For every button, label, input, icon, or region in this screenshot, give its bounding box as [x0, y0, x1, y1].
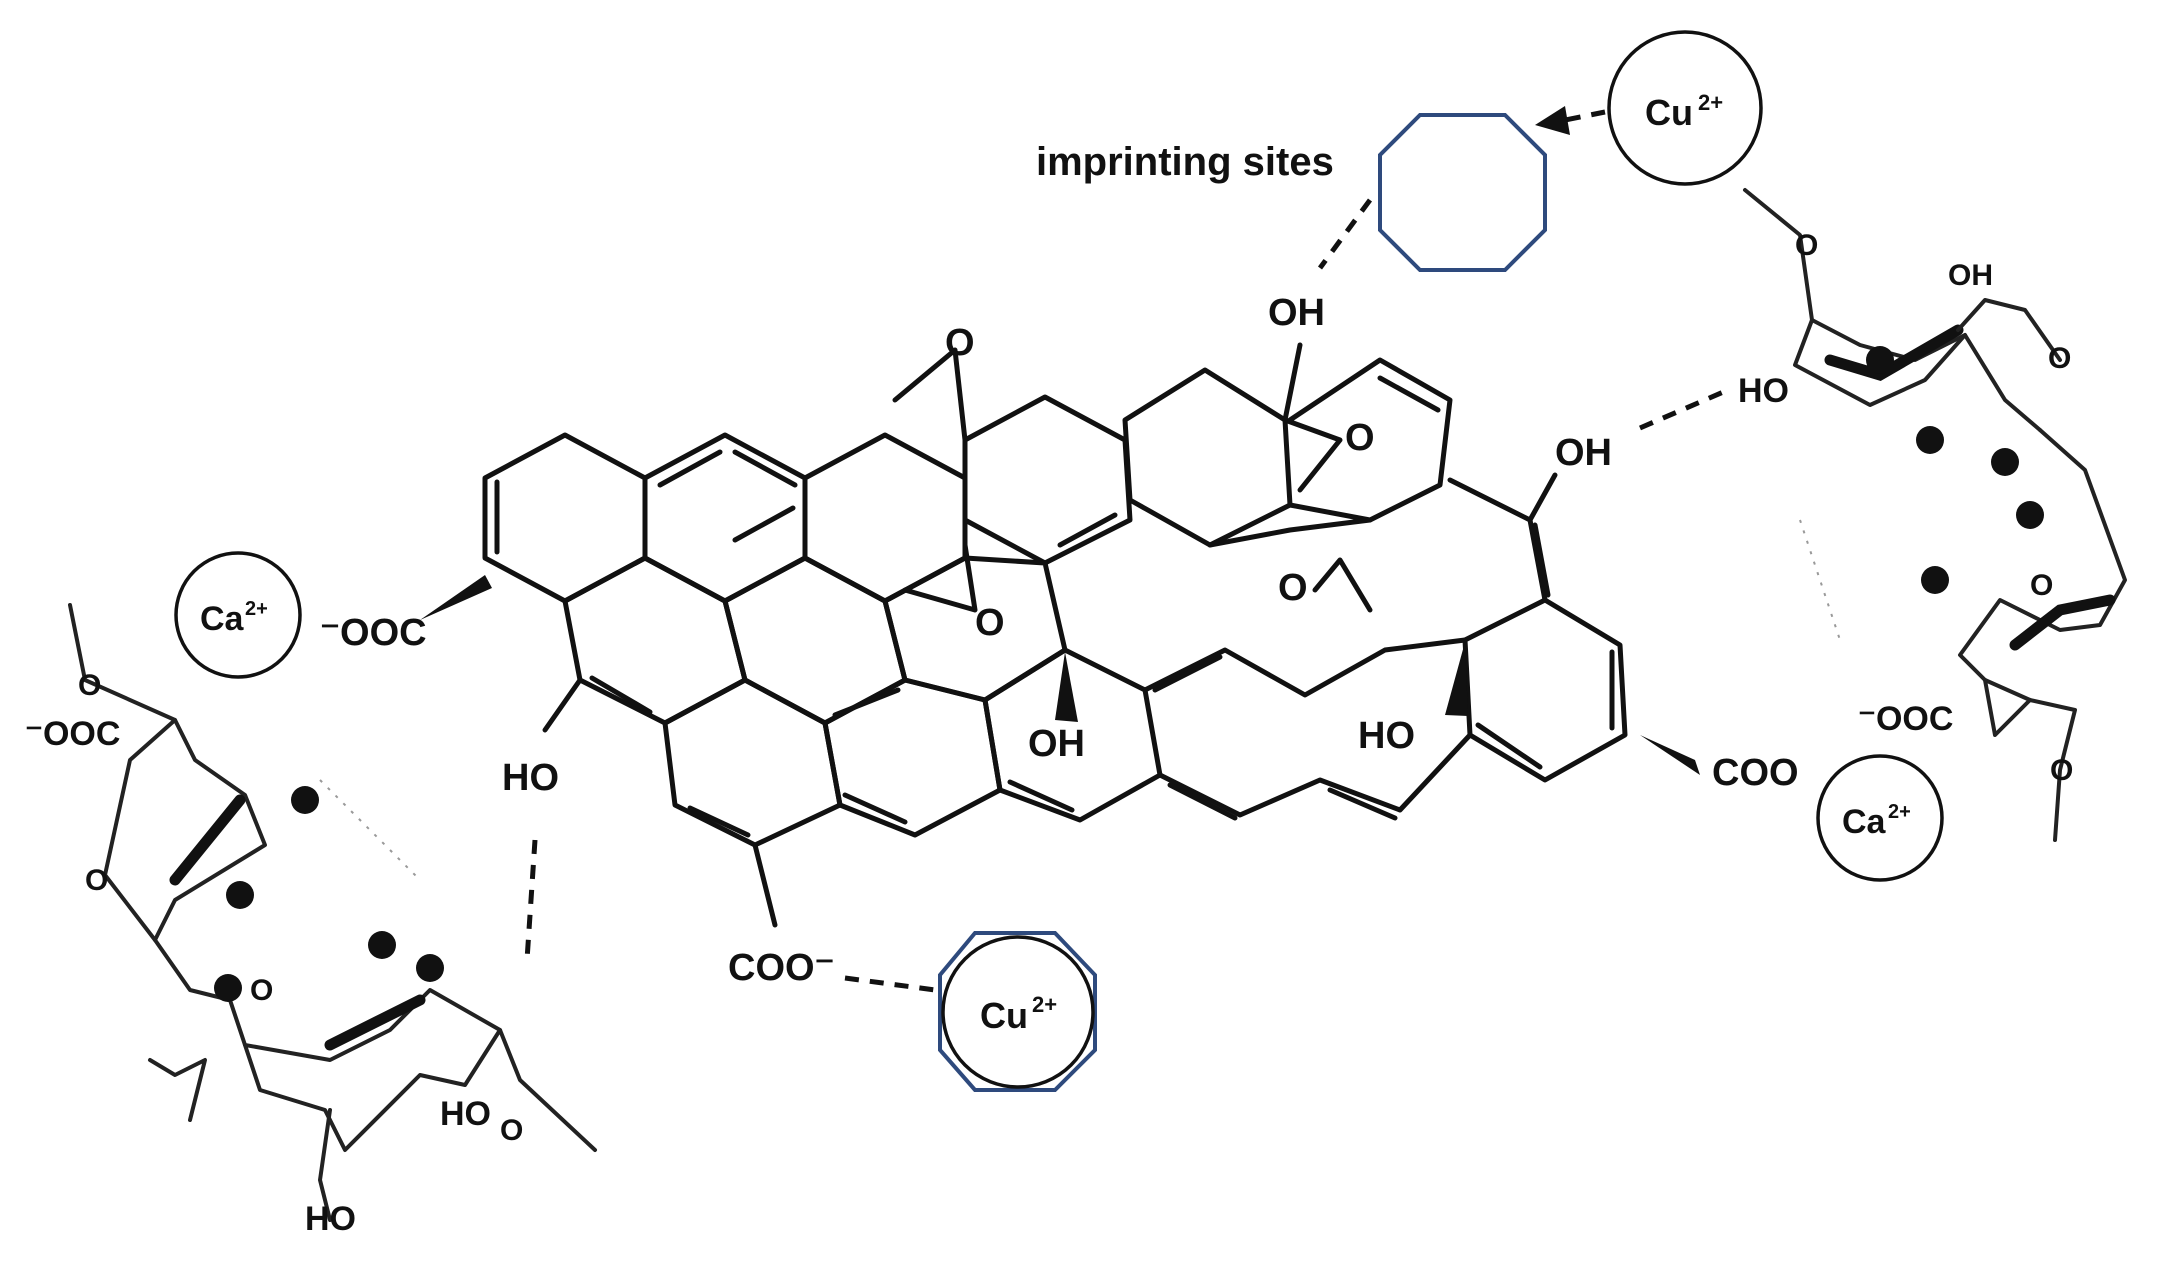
- epoxide-mid-bridge: [902, 542, 978, 613]
- double-bond: [1327, 787, 1398, 821]
- ring-c2: [822, 677, 1003, 838]
- wedge-bond: [1055, 652, 1078, 722]
- alginate-right-ring-o-2: O: [2030, 569, 2053, 602]
- carboxylate-right-label: COO: [1712, 752, 1799, 794]
- h-bond-left: [524, 839, 538, 961]
- chain-right-top: [1287, 357, 1453, 523]
- alginate-left-ho-1: HO: [440, 1095, 491, 1133]
- alginate-right-ring-o-1: O: [2048, 342, 2071, 375]
- double-bond: [657, 449, 723, 488]
- cu-top-charge: 2+: [1698, 90, 1723, 115]
- chain-upper: [1142, 637, 1468, 698]
- ring-a5: [1122, 367, 1293, 548]
- chain-mid-link: [1207, 517, 1373, 548]
- coo-bottom-bond: [752, 842, 778, 928]
- ca-left-label: Ca: [200, 600, 245, 638]
- epoxide-right-label: O: [1345, 417, 1375, 459]
- imprinting-site-octagon: [1378, 113, 1547, 272]
- double-bond: [687, 805, 751, 838]
- cu-bottom-site-octagon: [938, 931, 1097, 1092]
- double-bond: [1475, 722, 1543, 770]
- wedge-bond: [1445, 642, 1468, 716]
- cu-top-label: Cu: [1645, 92, 1693, 133]
- oh-right-label: OH: [1555, 432, 1612, 474]
- double-bond: [832, 687, 901, 718]
- double-bond: [732, 449, 798, 488]
- cu-ion-bottom: Cu 2+: [938, 931, 1097, 1092]
- alginate-left-carboxylate: ⁻OOC: [25, 715, 120, 753]
- double-bond: [1152, 654, 1223, 693]
- ho-left-label: HO: [502, 757, 559, 799]
- ca-right-charge: 2+: [1888, 801, 1911, 823]
- ho-right-label: HO: [1358, 715, 1415, 757]
- alginate-left-chain-o-top: O: [78, 669, 101, 702]
- cu-bottom-link: [844, 975, 936, 993]
- ring-a4: [962, 394, 1133, 566]
- alginate-left-ring-o-1: O: [85, 864, 108, 897]
- alginate-left-chain-o-bottom: O: [500, 1114, 523, 1147]
- h-bond-right: [1639, 387, 1729, 431]
- ring-a1: [482, 432, 648, 604]
- oh-right-bond: [1527, 472, 1558, 523]
- epoxide-top-bridge: [892, 347, 968, 443]
- alginate-chain-right: [1743, 188, 2127, 842]
- double-bond: [1057, 512, 1118, 548]
- alginate-left-ring-o-2: O: [250, 974, 273, 1007]
- ring-b1: [562, 555, 748, 726]
- cu-bottom-label: Cu: [980, 995, 1028, 1036]
- double-bond: [1532, 522, 1551, 598]
- ca-ion-left: Ca 2+: [174, 551, 302, 679]
- oh-center-label: OH: [1028, 723, 1085, 765]
- double-bond: [732, 505, 796, 543]
- double-bond: [1377, 375, 1441, 413]
- epoxide-right-bridge: [1282, 417, 1343, 493]
- ring-a2: [642, 432, 808, 604]
- double-bond: [1007, 779, 1075, 813]
- alginate-right-chain-o-bottom: O: [2050, 754, 2073, 787]
- carboxylate-left-label: ⁻OOC: [320, 612, 427, 654]
- double-bond: [1167, 782, 1238, 821]
- epoxide-top-label: O: [945, 322, 975, 364]
- alginate-right-chain-o-top: O: [1795, 229, 1818, 262]
- alginate-chain-left: [68, 603, 597, 1222]
- cu-ion-top: Cu 2+: [1607, 30, 1763, 186]
- oh-top-bond: [1282, 342, 1303, 423]
- ca-left-charge: 2+: [245, 598, 268, 620]
- imprinting-site-link: [1317, 198, 1373, 270]
- oh-top-label: OH: [1268, 292, 1325, 334]
- ring-d1: [1462, 597, 1628, 783]
- cu-top-arrow-line: [1564, 109, 1606, 123]
- ca-ion-right: Ca 2+: [1816, 754, 1944, 882]
- graphene-oxide-sheet: [420, 342, 1700, 928]
- ring-a3: [802, 432, 968, 604]
- ca-right-label: Ca: [1842, 803, 1887, 841]
- imprinting-sites-label: imprinting sites: [1036, 140, 1334, 184]
- epoxide-mid-label: O: [975, 602, 1005, 644]
- alginate-left-ho-2: HO: [305, 1200, 356, 1238]
- cu-top-arrowhead: [1535, 106, 1570, 135]
- cu-bottom-charge: 2+: [1032, 992, 1057, 1017]
- wedge-bond: [420, 575, 492, 620]
- double-bond: [842, 792, 908, 825]
- carboxylate-bottom-label: COO⁻: [728, 947, 835, 989]
- chain-lower: [1157, 732, 1473, 818]
- chain-right-link: [1447, 477, 1548, 603]
- ho-left-bond: [542, 677, 583, 733]
- ether-bridge: [1312, 557, 1373, 613]
- ether-o-label: O: [1278, 567, 1308, 609]
- alginate-right-oh: OH: [1948, 259, 1993, 292]
- alginate-right-carboxylate: ⁻OOC: [1858, 700, 1953, 738]
- double-bond: [589, 675, 653, 715]
- alginate-right-ho: HO: [1738, 372, 1789, 410]
- ring-c1: [662, 677, 843, 848]
- wedge-bond: [1640, 735, 1700, 775]
